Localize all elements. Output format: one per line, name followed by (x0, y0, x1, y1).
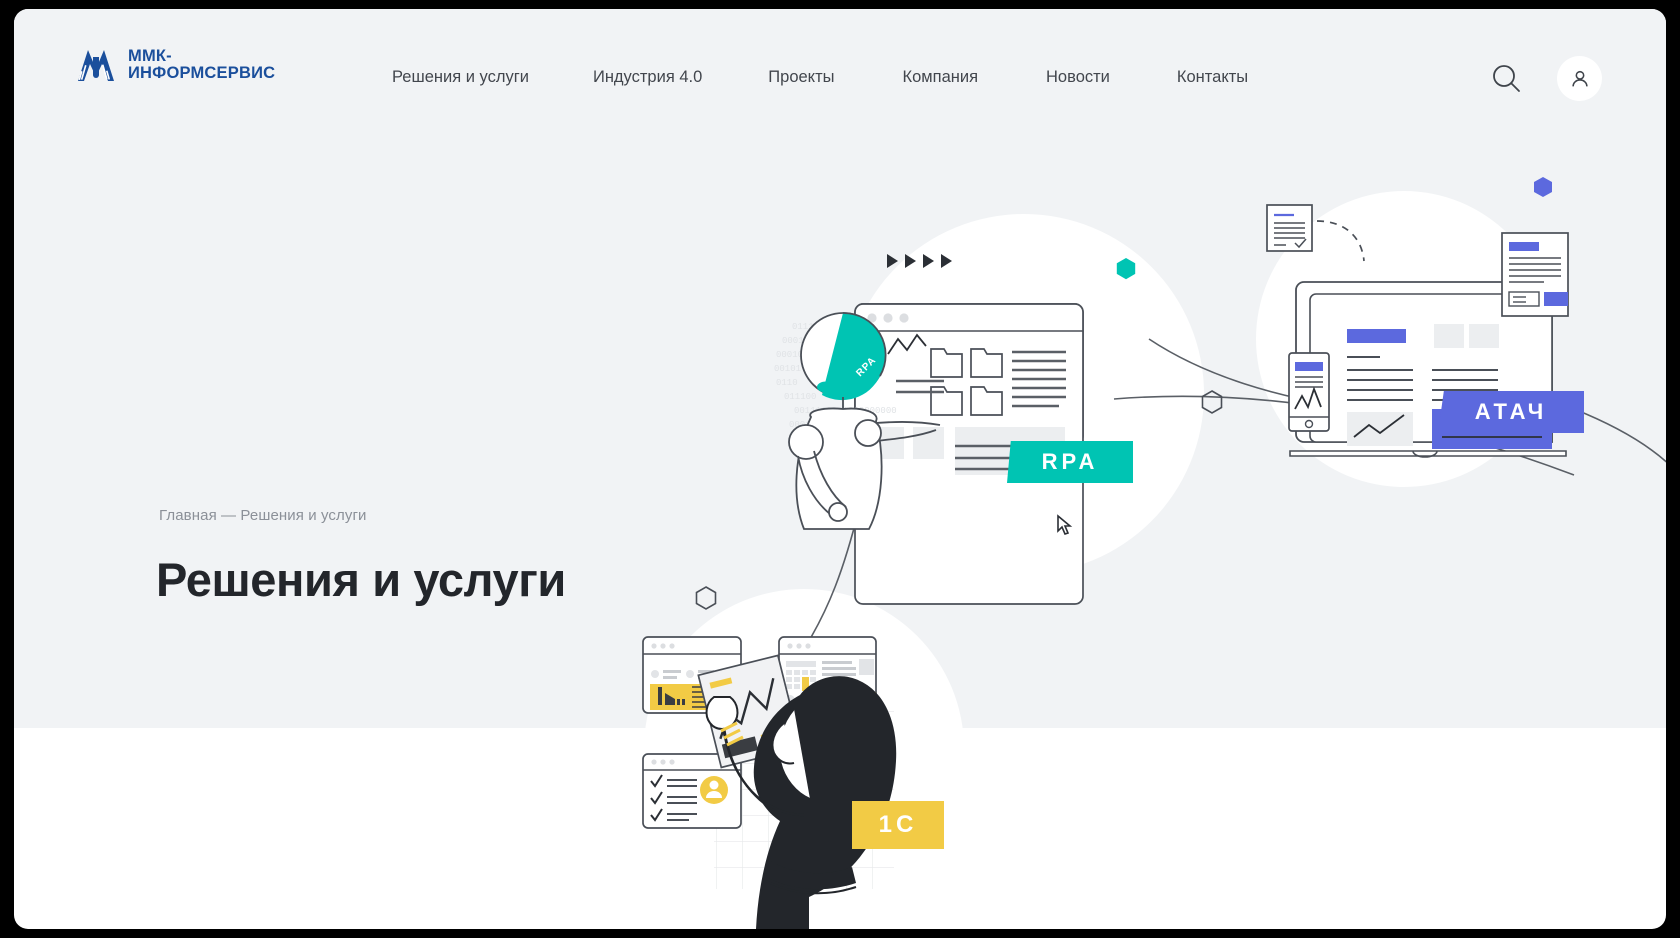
logo-wordmark: ММК-ИНФОРМСЕРВИС (128, 48, 275, 82)
hero-illustration: 0111100 000111 0001000 00101 0110 011100… (642, 177, 1666, 929)
user-icon (1571, 70, 1588, 86)
logo-line2: ИНФОРМСЕРВИС (128, 64, 276, 82)
account-button[interactable] (1557, 56, 1602, 101)
main-navigation: Решения и услуги Индустрия 4.0 Проекты К… (392, 67, 1248, 87)
svg-text:00101: 00101 (774, 364, 801, 374)
nav-item-solutions[interactable]: Решения и услуги (392, 68, 529, 86)
badge-atach-label: АТАЧ (1474, 399, 1548, 424)
badge-1c-label: 1C (878, 811, 918, 838)
nav-item-contacts[interactable]: Контакты (1176, 68, 1249, 86)
svg-text:0110: 0110 (776, 378, 798, 388)
page-title: Решения и услуги (156, 553, 566, 606)
search-button[interactable] (1490, 62, 1522, 94)
logo[interactable]: ММК-ИНФОРМСЕРВИС (75, 47, 275, 83)
logo-line1: ММК- (128, 47, 172, 65)
breadcrumb[interactable]: Главная — Решения и услуги (159, 507, 367, 524)
badge-rpa-label: RPA (1041, 449, 1099, 474)
nav-item-company[interactable]: Компания (902, 68, 979, 86)
badge-rpa: RPA (1007, 441, 1133, 483)
nav-item-industry40[interactable]: Индустрия 4.0 (592, 68, 703, 86)
mmk-logo-icon (78, 50, 114, 81)
browser-window: 0111100 000111 0001000 00101 0110 011100… (14, 9, 1666, 929)
badge-atach: АТАЧ (1438, 391, 1584, 433)
svg-text:000111: 000111 (782, 336, 814, 346)
nav-item-news[interactable]: Новости (1046, 68, 1110, 86)
svg-text:0001000: 0001000 (776, 350, 814, 360)
mouse-cursor (1057, 514, 1073, 535)
svg-text:011100: 011100 (784, 392, 816, 402)
badge-1c: 1C (852, 801, 944, 849)
site-header: ММК-ИНФОРМСЕРВИС Решения и услуги Индуст… (14, 9, 1666, 127)
nav-item-projects[interactable]: Проекты (768, 68, 835, 86)
search-icon (1493, 65, 1520, 92)
